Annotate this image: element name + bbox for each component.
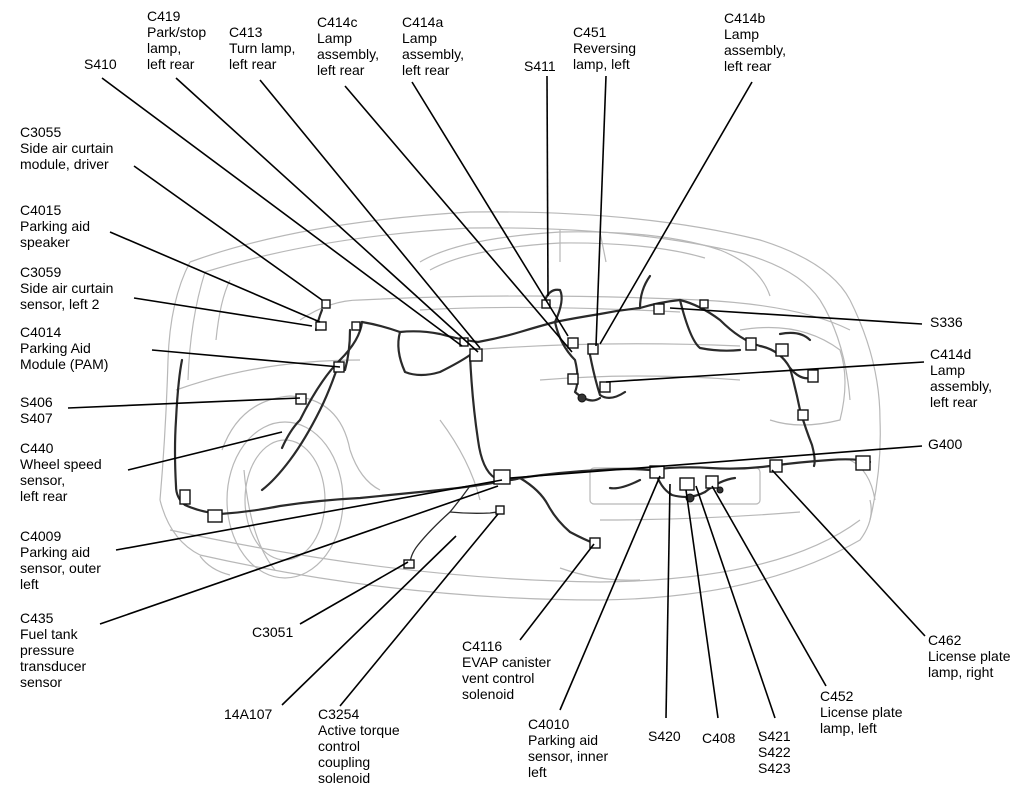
label-c3051: C3051: [252, 624, 294, 640]
leader-s410: [101, 77, 463, 347]
leader-c408: [685, 489, 719, 719]
leader-c3051: [299, 561, 409, 625]
label-s411: S411: [524, 58, 556, 74]
label-c414b: C414b Lamp assembly, left rear: [724, 10, 786, 74]
leader-s411: [546, 75, 549, 297]
label-s406-s407: S406 S407: [20, 394, 53, 426]
wiring-harness: [173, 274, 872, 566]
leader-c435: [99, 485, 499, 625]
leader-c452: [711, 485, 827, 687]
label-c3055: C3055 Side air curtain module, driver: [20, 124, 114, 172]
label-c414d: C414d Lamp assembly, left rear: [930, 346, 992, 410]
leader-c414b: [599, 81, 753, 345]
label-c462: C462 License plate lamp, right: [928, 632, 1011, 680]
leader-c451: [595, 75, 607, 347]
leader-g400: [509, 445, 923, 479]
label-s410: S410: [84, 56, 117, 72]
leader-s336: [669, 307, 923, 325]
label-c440: C440 Wheel speed sensor, left rear: [20, 440, 102, 504]
leader-c4014: [151, 349, 341, 368]
leader-c419: [175, 77, 479, 353]
leader-c462: [771, 469, 926, 637]
label-c4010: C4010 Parking aid sensor, inner left: [528, 716, 609, 780]
label-s420: S420: [648, 728, 681, 744]
connectors: [179, 299, 871, 569]
leader-c3254: [339, 513, 499, 707]
label-c3254: C3254 Active torque control coupling sol…: [318, 706, 400, 786]
label-c4116: C4116 EVAP canister vent control solenoi…: [462, 638, 551, 702]
label-c435: C435 Fuel tank pressure transducer senso…: [20, 610, 87, 690]
leader-c440: [127, 431, 283, 471]
label-g400: G400: [928, 436, 963, 452]
leader-c414a: [411, 81, 569, 337]
label-14a107: 14A107: [224, 706, 273, 722]
label-c451: C451 Reversing lamp, left: [573, 24, 637, 72]
label-c419: C419 Park/stop lamp, left rear: [147, 8, 207, 72]
label-c4014: C4014 Parking Aid Module (PAM): [20, 324, 109, 372]
label-c414c: C414c Lamp assembly, left rear: [317, 14, 379, 78]
leader-s406: [67, 397, 301, 409]
label-c4015: C4015 Parking aid speaker: [20, 202, 91, 250]
leader-s420: [665, 483, 671, 719]
leader-c414c: [344, 85, 573, 353]
label-c3059: C3059 Side air curtain sensor, left 2: [20, 264, 114, 312]
leader-c3055: [133, 165, 323, 301]
leader-s421: [695, 485, 776, 719]
leader-c4009: [115, 479, 503, 551]
label-c4009: C4009 Parking aid sensor, outer left: [20, 528, 101, 592]
label-c452: C452 License plate lamp, left: [820, 688, 903, 736]
label-c414a: C414a Lamp assembly, left rear: [402, 14, 464, 78]
label-c408: C408: [702, 730, 736, 746]
leader-c4010: [559, 475, 661, 711]
leader-c3059: [133, 297, 313, 327]
label-s336: S336: [930, 314, 963, 330]
label-s421-s423: S421 S422 S423: [758, 728, 791, 776]
label-c413: C413 Turn lamp, left rear: [229, 24, 296, 72]
leader-c4116: [519, 543, 595, 641]
leader-14a107: [281, 535, 457, 706]
car-body-outline: [159, 211, 881, 601]
leader-lines: [67, 75, 926, 719]
leader-c414d: [605, 361, 925, 383]
leader-c413: [259, 79, 481, 349]
leader-c4015: [109, 231, 321, 323]
